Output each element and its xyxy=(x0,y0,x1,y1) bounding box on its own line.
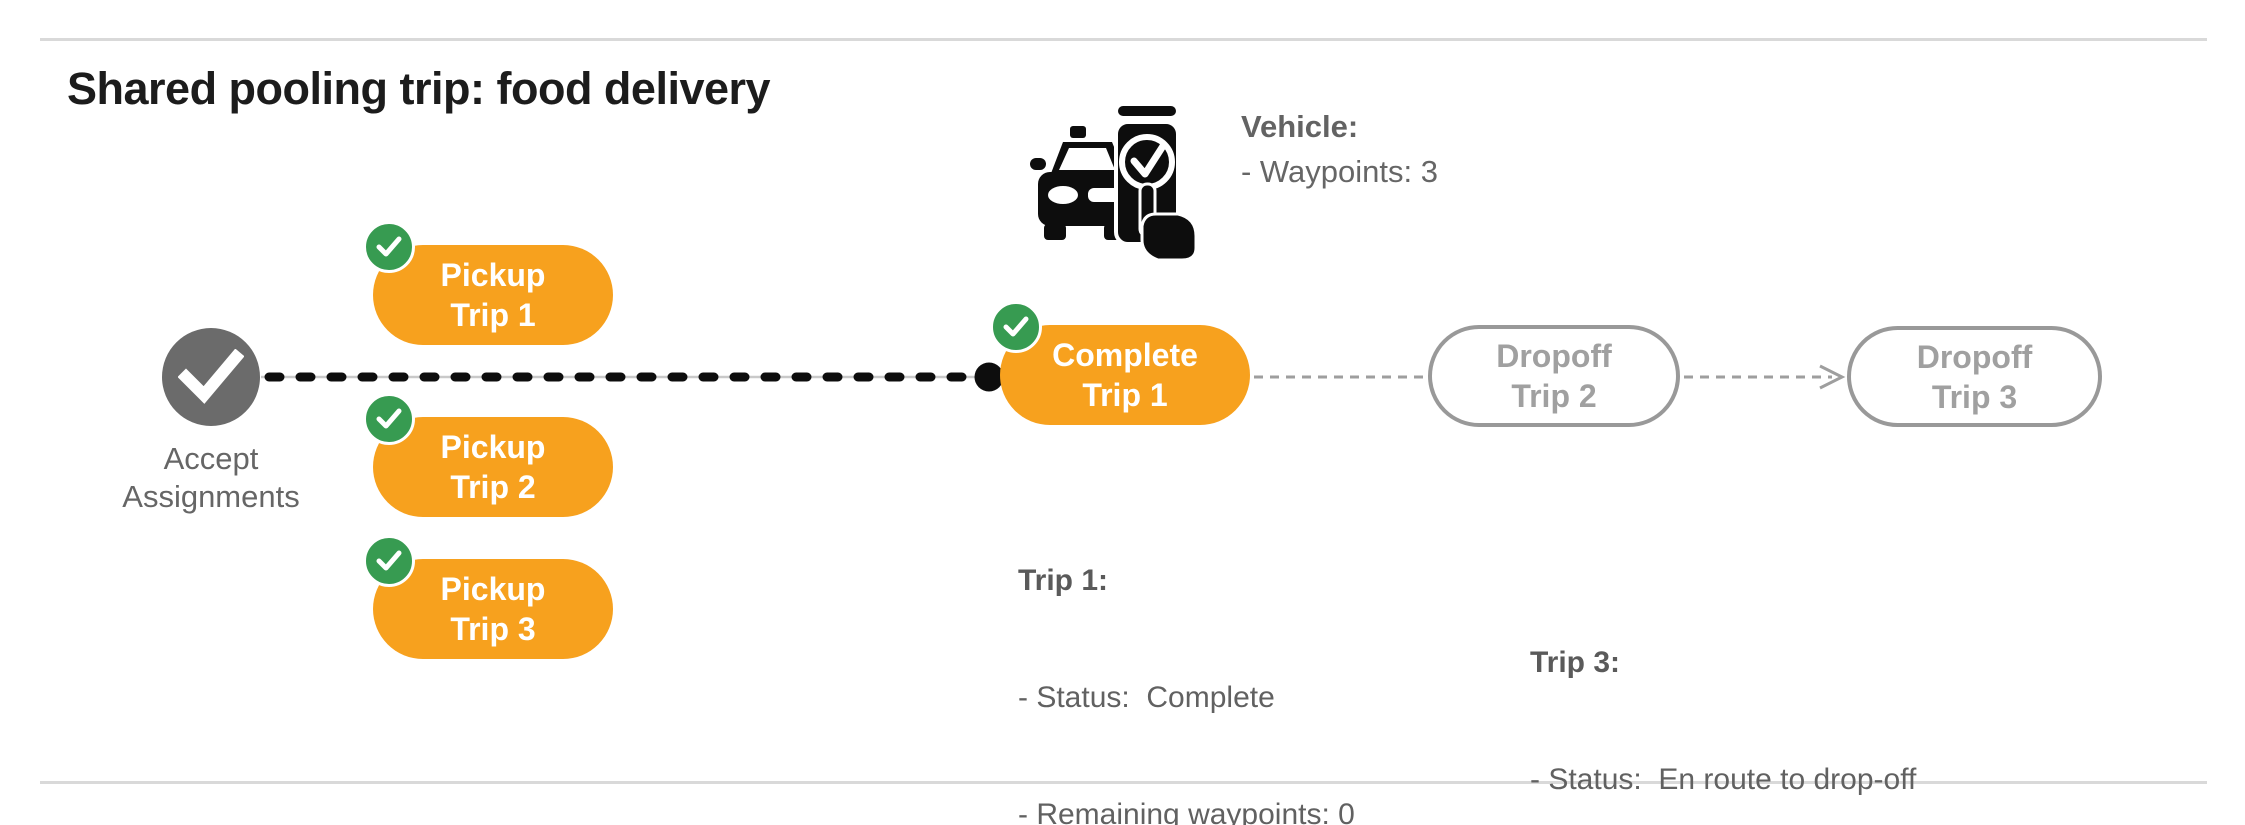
node-dropoff-trip-2: Dropoff Trip 2 xyxy=(1428,325,1680,427)
node-pickup-trip-1: Pickup Trip 1 xyxy=(363,221,613,345)
completed-check-icon xyxy=(363,393,415,445)
trip1-heading: Trip 1: xyxy=(1018,564,1109,597)
trip1-remaining: - Remaining waypoints: 0 xyxy=(1018,798,1355,825)
trip1-status: - Status: Complete xyxy=(1018,681,1275,714)
vehicle-heading: Vehicle: xyxy=(1241,109,1359,144)
node-complete-trip-1: Complete Trip 1 xyxy=(990,301,1250,425)
trip3-heading: Trip 3: xyxy=(1530,646,1621,679)
accept-assignments-node xyxy=(162,328,260,426)
trip3-status: - Status: En route to drop-off xyxy=(1530,763,1917,796)
check-icon xyxy=(178,349,244,404)
bottom-divider xyxy=(40,781,2207,784)
accept-assignments-label: Accept Assignments xyxy=(122,441,300,514)
vehicle-position-dot xyxy=(974,362,1004,392)
page-title: Shared pooling trip: food delivery xyxy=(67,63,771,114)
trip-status-block-3: Trip 3: - Status: En route to drop-off -… xyxy=(1530,565,1916,825)
car-phone-check-icon xyxy=(1030,102,1198,260)
trip-status-block-1-2: Trip 1: - Status: Complete - Remaining w… xyxy=(1018,483,1404,825)
arrow-icon xyxy=(1819,364,1846,390)
vehicle-info: Vehicle: - Waypoints: 3 xyxy=(1241,104,1438,194)
top-divider xyxy=(40,38,2207,41)
pending-route-connector xyxy=(1254,375,1426,379)
completed-route-connector xyxy=(261,362,1004,392)
completed-check-icon xyxy=(363,221,415,273)
node-pickup-trip-2: Pickup Trip 2 xyxy=(363,393,613,517)
completed-check-icon xyxy=(363,535,415,587)
node-dropoff-trip-3: Dropoff Trip 3 xyxy=(1847,326,2102,427)
completed-check-icon xyxy=(990,301,1042,353)
vehicle-waypoints: - Waypoints: 3 xyxy=(1241,154,1438,189)
pending-route-connector-arrow xyxy=(1684,364,1846,390)
node-pickup-trip-3: Pickup Trip 3 xyxy=(363,535,613,659)
